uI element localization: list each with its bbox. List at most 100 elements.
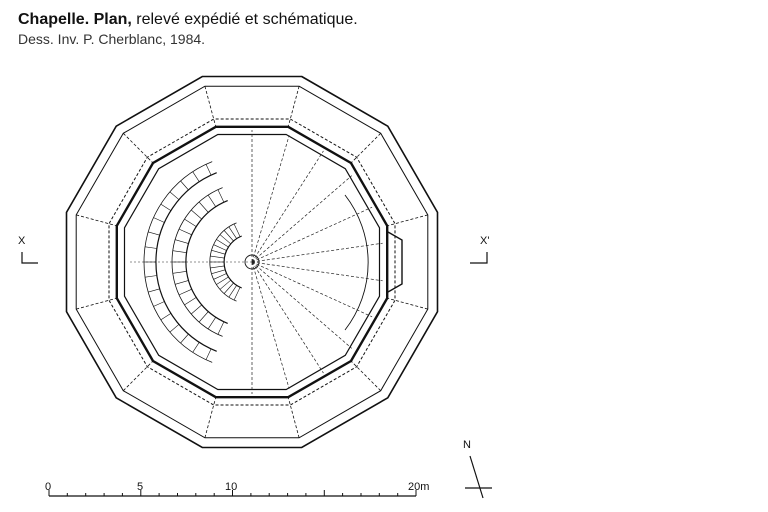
drawing-caption: Chapelle. Plan, relevé expédié et schéma…: [18, 10, 358, 48]
title-rest: relevé expédié et schématique.: [131, 11, 358, 28]
pew-divider: [223, 282, 234, 294]
north-arrow-shaft: [469, 455, 484, 499]
wall-outlines: [65, 75, 439, 449]
pew-divider: [228, 226, 237, 239]
gallery-partition: [287, 397, 300, 438]
radial-line: [251, 261, 353, 349]
pew-divider: [184, 297, 197, 306]
pew-divider: [217, 321, 225, 335]
pew-divider: [205, 164, 212, 176]
pew-divider: [219, 279, 231, 290]
gallery-partition: [287, 86, 300, 127]
pew-divider: [205, 348, 212, 360]
pew-divider: [148, 288, 160, 293]
pew-divider: [210, 265, 225, 269]
pew-divider: [213, 273, 227, 280]
radial-line: [251, 150, 324, 263]
pew-divider: [184, 218, 197, 227]
pew-divider: [207, 194, 217, 207]
pew-divider: [172, 250, 187, 253]
pew-divider: [207, 317, 217, 330]
pew-divider: [153, 217, 165, 223]
pew-divider: [233, 287, 241, 301]
pew-divider: [191, 304, 202, 315]
pew-divider: [178, 228, 192, 236]
seating-row-arc: [155, 172, 217, 352]
scale-bar: 0 5 10 20m: [45, 481, 429, 497]
pew-divider: [172, 271, 187, 274]
radial-line: [251, 261, 383, 282]
pew-divider: [175, 239, 189, 244]
pew-divider: [192, 342, 200, 353]
pew-divider: [145, 275, 158, 278]
gallery-partition: [123, 360, 154, 391]
pew-divider: [160, 203, 172, 211]
north-arrow: N: [463, 439, 492, 499]
pew-divider: [169, 191, 180, 200]
seating-row-arc: [223, 235, 242, 289]
gallery-partition: [350, 360, 381, 391]
pew-divider: [216, 276, 229, 285]
inner-wall-inner-face: [123, 133, 381, 391]
pew-divider: [233, 223, 241, 237]
radial-line: [251, 206, 373, 263]
pew-divider: [175, 280, 189, 285]
choir-arc: [344, 194, 369, 331]
pew-divider: [160, 313, 172, 321]
pew-divider: [213, 244, 227, 251]
gallery-partition: [204, 397, 217, 438]
pew-divider: [180, 333, 189, 344]
scale-tick-label-0: 0: [45, 481, 51, 493]
section-marker-x-prime: X': [470, 235, 489, 264]
radial-line: [251, 175, 353, 263]
pew-divider: [169, 324, 180, 333]
section-marker-x: X: [18, 235, 38, 264]
pew-divider: [219, 234, 231, 245]
pew-divider: [178, 288, 192, 296]
pew-divider: [216, 239, 229, 248]
pew-divider: [211, 269, 226, 274]
drawing-title: Chapelle. Plan, relevé expédié et schéma…: [18, 10, 358, 29]
pew-divider: [210, 255, 225, 259]
radial-line: [251, 242, 383, 263]
pew-divider: [198, 311, 209, 323]
gallery-partition: [350, 133, 381, 164]
section-label-x-prime: X': [480, 235, 489, 247]
radial-line: [251, 261, 324, 374]
center-pillar: [244, 254, 260, 270]
gallery-partition: [204, 86, 217, 127]
pew-divider: [223, 230, 234, 242]
gallery-partition: [76, 297, 117, 310]
radial-construction-lines: [130, 130, 383, 394]
section-arrow-x: [21, 252, 38, 264]
scale-tick-label-20m: 20m: [408, 481, 429, 493]
gallery-partition: [387, 214, 428, 227]
pew-divider: [228, 285, 237, 298]
pew-divider: [217, 189, 225, 203]
radial-line: [251, 261, 373, 318]
section-label-x: X: [18, 235, 26, 247]
pew-divider: [148, 231, 160, 236]
apse-niche: [387, 231, 403, 293]
pew-divider: [192, 171, 200, 182]
title-bold: Chapelle. Plan,: [18, 11, 132, 28]
pew-divider: [145, 246, 158, 249]
radial-line: [251, 261, 290, 389]
scale-tick-label-5: 5: [137, 481, 143, 493]
pew-divider: [153, 301, 165, 307]
pew-divider: [211, 250, 226, 255]
drawing-credit: Dess. Inv. P. Cherblanc, 1984.: [18, 31, 206, 48]
gallery-partition: [387, 297, 428, 310]
scale-bar-ticks: [48, 490, 417, 496]
pew-divider: [191, 209, 202, 220]
gallery-partition: [123, 133, 154, 164]
seating-rows: [143, 161, 242, 363]
pew-divider: [198, 201, 209, 213]
gallery-partition: [76, 214, 117, 227]
gallery-line: [108, 118, 396, 406]
north-label: N: [463, 439, 471, 451]
scale-tick-label-10: 10: [225, 481, 237, 493]
seating-row-arc: [209, 222, 237, 302]
radial-line: [251, 135, 290, 263]
